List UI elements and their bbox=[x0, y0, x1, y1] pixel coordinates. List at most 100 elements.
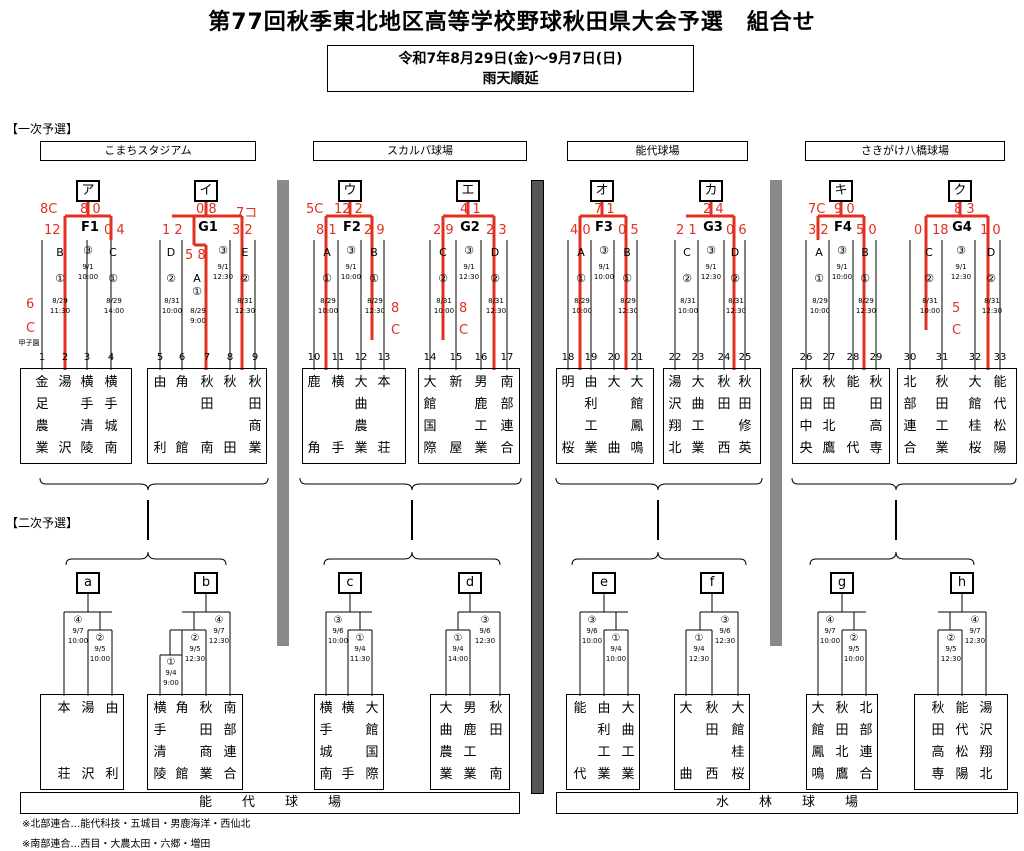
game-g4: G4 bbox=[952, 220, 972, 235]
team-number: 19 bbox=[584, 352, 598, 363]
score: 8 bbox=[459, 301, 468, 316]
team-number: 3 bbox=[83, 352, 91, 363]
team-number: 22 bbox=[668, 352, 682, 363]
team-name: 湯沢翔北 bbox=[979, 701, 993, 782]
bracket-label-se: e bbox=[592, 572, 616, 594]
team-name: 秋田中央 bbox=[799, 375, 813, 456]
team-name: 明 桜 bbox=[561, 375, 575, 456]
score: 2 9 bbox=[433, 223, 454, 238]
page-title: 第77回秋季東北地区高等学校野球秋田県大会予選 組合せ bbox=[208, 10, 816, 35]
score: 2 9 bbox=[364, 223, 385, 238]
score: 0 bbox=[914, 223, 923, 238]
score: 0 6 bbox=[726, 223, 747, 238]
team-name: 本 荘 bbox=[377, 375, 391, 456]
slot-letter: ③ bbox=[218, 244, 228, 257]
team-number: 29 bbox=[869, 352, 883, 363]
team-name: 横 手 bbox=[331, 375, 345, 456]
slot-letter: ③ bbox=[706, 244, 716, 257]
team-name: 由利工業 bbox=[584, 375, 598, 456]
team-number: 5 bbox=[156, 352, 164, 363]
team-number: 6 bbox=[178, 352, 186, 363]
team-number: 1 bbox=[38, 352, 46, 363]
team-number: 32 bbox=[968, 352, 982, 363]
score: C bbox=[952, 323, 962, 338]
score: C bbox=[26, 321, 36, 336]
score: 1 2 bbox=[162, 223, 183, 238]
score: 4 0 bbox=[570, 223, 591, 238]
team-name: 秋田 南 bbox=[200, 375, 214, 456]
score: 7C bbox=[808, 202, 826, 217]
slot-letter: ③ bbox=[464, 244, 474, 257]
game-g1: G1 bbox=[198, 220, 218, 235]
team-number: 24 bbox=[717, 352, 731, 363]
team-block-s2 bbox=[147, 694, 243, 790]
game-f3: F3 bbox=[595, 220, 613, 235]
team-number: 17 bbox=[500, 352, 514, 363]
team-name: 大館鳳鳴 bbox=[630, 375, 644, 456]
venue-noshiro: 能代球場 bbox=[567, 141, 748, 161]
team-name: 大館国際 bbox=[365, 701, 379, 782]
score: 0 5 bbox=[618, 223, 639, 238]
team-name: 横手城南 bbox=[104, 375, 118, 456]
bracket-label-sd: d bbox=[458, 572, 482, 594]
team-name: 由利工業 bbox=[597, 701, 611, 782]
team-name: 秋田修英 bbox=[738, 375, 752, 456]
score: 18 bbox=[932, 223, 949, 238]
team-name: 新 屋 bbox=[449, 375, 463, 456]
team-number: 11 bbox=[331, 352, 345, 363]
score: 12 2 bbox=[334, 202, 363, 217]
rain-note: 雨天順延 bbox=[482, 71, 539, 87]
team-block-3 bbox=[302, 368, 406, 464]
team-name: 金足農業 bbox=[35, 375, 49, 456]
score: 2 4 bbox=[703, 202, 724, 217]
score: 12 bbox=[44, 223, 61, 238]
team-name: 北部連合 bbox=[859, 701, 873, 782]
team-number: 16 bbox=[474, 352, 488, 363]
bracket-label-sc: c bbox=[338, 572, 362, 594]
team-block-s1 bbox=[40, 694, 124, 790]
team-name: 秋田 西 bbox=[717, 375, 731, 456]
slot-letter: ③ bbox=[83, 244, 93, 257]
team-number: 13 bbox=[377, 352, 391, 363]
team-name: 秋田 南 bbox=[489, 701, 503, 782]
team-name: 横手清陵 bbox=[153, 701, 167, 782]
score: 9 0 bbox=[834, 202, 855, 217]
team-block-s4 bbox=[430, 694, 510, 790]
game-g2: G2 bbox=[460, 220, 480, 235]
team-name: 秋田 西 bbox=[705, 701, 719, 782]
score: 5 8 bbox=[185, 248, 206, 263]
team-name: 大曲農業 bbox=[439, 701, 453, 782]
team-number: 33 bbox=[993, 352, 1007, 363]
team-name: 秋田工業 bbox=[935, 375, 949, 456]
bracket-label-e: エ bbox=[456, 180, 480, 202]
team-number: 4 bbox=[107, 352, 115, 363]
section-second: 【二次予選】 bbox=[6, 516, 79, 530]
team-name: 横 手 bbox=[341, 701, 355, 782]
team-name: 能 代 bbox=[573, 701, 587, 782]
team-name: 大館鳳鳴 bbox=[811, 701, 825, 782]
date-box: 令和7年8月29日(金)～9月7日(日) 雨天順延 bbox=[327, 45, 694, 92]
team-number: 27 bbox=[822, 352, 836, 363]
team-name: 男鹿工業 bbox=[463, 701, 477, 782]
